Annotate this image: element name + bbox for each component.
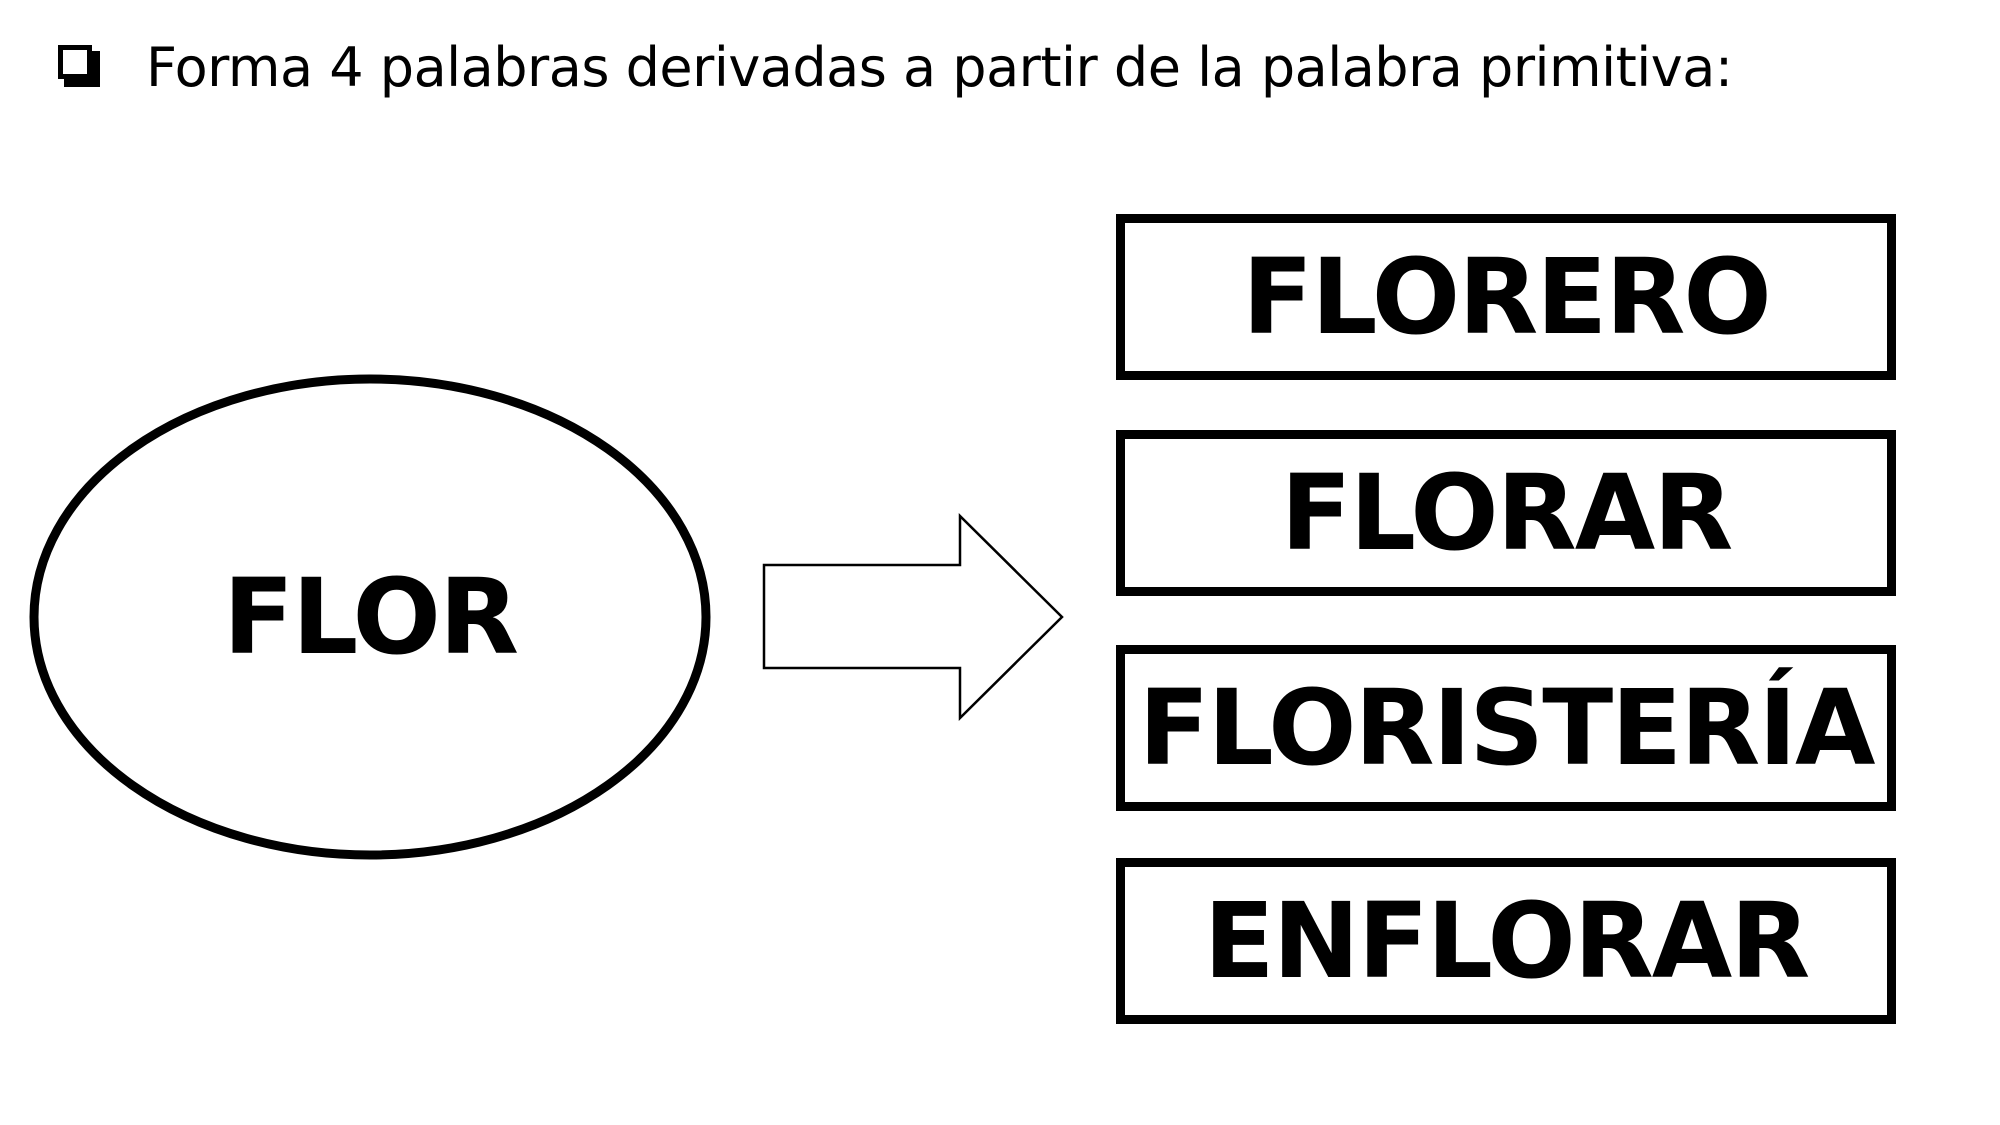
derived-word-box: FLORISTERÍA xyxy=(1116,645,1896,811)
derived-word-box: ENFLORAR xyxy=(1116,858,1896,1024)
primitive-word: FLOR xyxy=(222,556,519,678)
derived-word-box: FLORERO xyxy=(1116,214,1896,380)
right-arrow-icon xyxy=(762,513,1064,721)
primitive-word-ellipse xyxy=(29,374,711,860)
instruction-line: Forma 4 palabras derivadas a partir de l… xyxy=(58,28,1733,108)
checkbox-icon xyxy=(58,45,104,91)
instruction-text: Forma 4 palabras derivadas a partir de l… xyxy=(146,36,1733,99)
derived-word-box: FLORAR xyxy=(1116,430,1896,596)
